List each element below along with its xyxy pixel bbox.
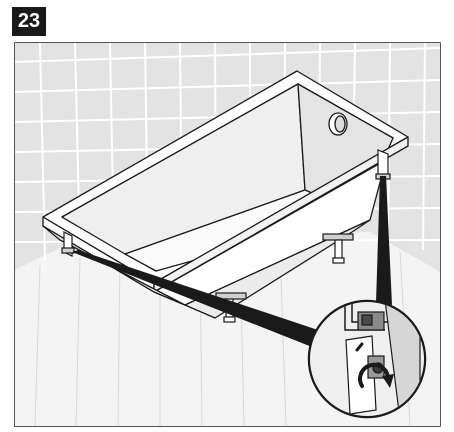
step-number-badge: 23: [12, 7, 46, 36]
rotate-arrow-icon: [355, 342, 394, 388]
detail-magnifier: [307, 299, 427, 419]
zoom-leader: [72, 176, 392, 347]
